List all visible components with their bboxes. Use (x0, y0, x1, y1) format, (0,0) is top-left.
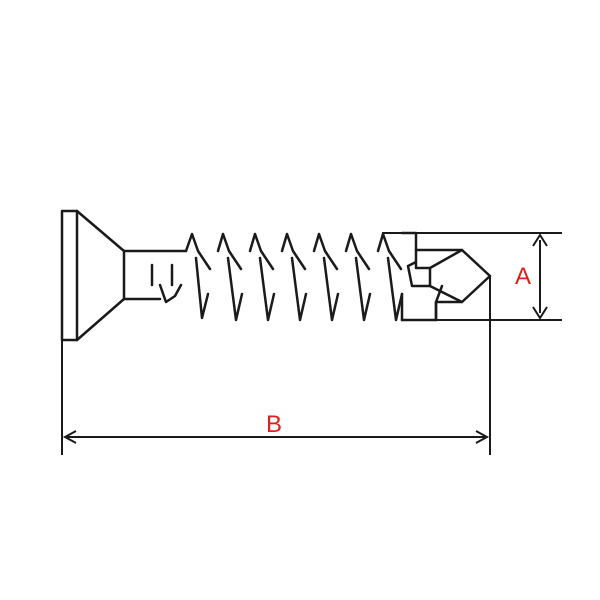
dimension-a-arrow-top (532, 233, 548, 247)
dimension-b (61, 276, 491, 455)
dimension-a (382, 232, 562, 321)
dimension-b-arrow-right (475, 430, 490, 444)
screw-shank (122, 249, 188, 301)
dimension-b-label: B (266, 411, 282, 438)
screw-thread (158, 232, 404, 322)
screw-head (60, 209, 126, 342)
dimension-a-label: A (515, 263, 531, 290)
drill-point (400, 231, 492, 322)
dimension-a-arrow-bottom (532, 306, 548, 320)
dimension-b-arrow-left (62, 430, 77, 444)
